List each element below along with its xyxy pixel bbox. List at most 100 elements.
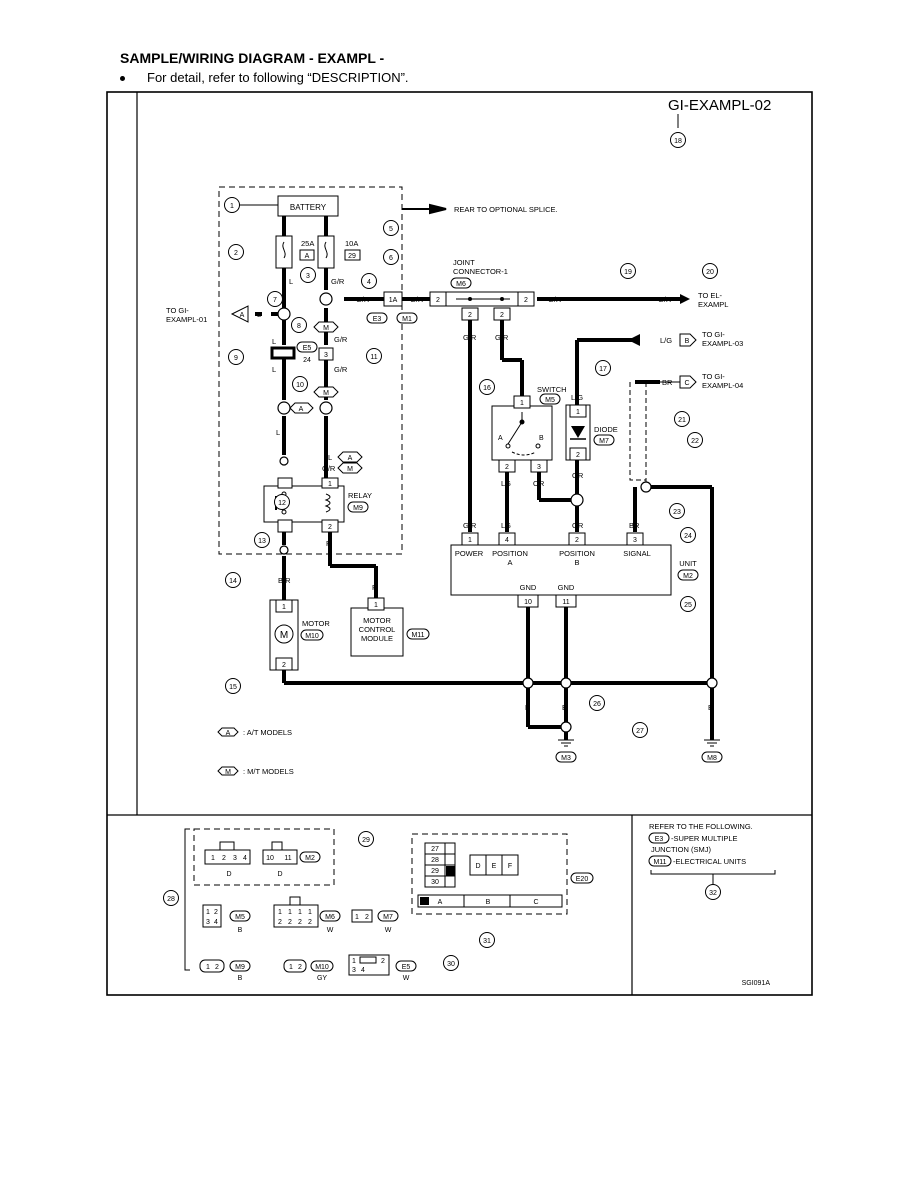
wire-gr-3: G/R bbox=[410, 295, 424, 304]
connector-m2-b: 10 11 D M2 bbox=[262, 841, 321, 878]
callout-number: 26 bbox=[593, 701, 601, 708]
callout-number: 14 bbox=[229, 578, 237, 585]
diagram-frame bbox=[106, 91, 813, 996]
callout-circle bbox=[479, 932, 495, 948]
fuse-25a bbox=[275, 235, 293, 269]
callout-number: 5 bbox=[389, 226, 393, 233]
wire-lg-1: LG bbox=[501, 479, 511, 488]
e5-color: W bbox=[403, 975, 410, 982]
callout-circle bbox=[163, 890, 179, 906]
refer-heading: REFER TO THE FOLLOWING. bbox=[649, 822, 753, 831]
callout-circle bbox=[595, 360, 611, 376]
callout-circle bbox=[383, 249, 399, 265]
m2b-pin-10: 10 bbox=[266, 855, 274, 862]
m9-label: M9 bbox=[353, 505, 363, 512]
wire-r-2: R bbox=[372, 583, 378, 592]
callout-number: 20 bbox=[706, 269, 714, 276]
connector-bracket bbox=[184, 828, 190, 971]
e5v-pin-1: 1 bbox=[352, 958, 356, 965]
callout-number: 28 bbox=[167, 896, 175, 903]
refer-eu: -ELECTRICAL UNITS bbox=[673, 857, 746, 866]
mcm-label-3: MODULE bbox=[361, 634, 393, 643]
m7-badge bbox=[593, 434, 615, 446]
connector-m6-view: 1 1 1 1 2 2 2 2 M6 W bbox=[273, 896, 341, 934]
wire-labels: L G/R G/R G/R G/R G/R L L G/R L G/R L L … bbox=[257, 277, 713, 712]
callout-circle bbox=[225, 678, 241, 694]
battery-label: BATTERY bbox=[290, 203, 327, 212]
m2b-pin-11: 11 bbox=[284, 855, 291, 862]
callout-circle bbox=[292, 376, 308, 392]
m10-label: M10 bbox=[305, 633, 319, 640]
callout-circle bbox=[300, 267, 316, 283]
m10-view-label: M10 bbox=[315, 964, 329, 971]
wire-br-2: BR bbox=[629, 521, 640, 530]
option-a-1: A bbox=[299, 406, 304, 413]
connector-e5-view: 1 2 3 4 E5 W bbox=[348, 954, 417, 982]
wire-l-2: L bbox=[257, 310, 261, 319]
wire-br2: B/R bbox=[278, 576, 291, 585]
callout-circle bbox=[228, 349, 244, 365]
figure-id: SGI091A bbox=[742, 980, 771, 987]
wire-r-1: R bbox=[326, 539, 332, 548]
to-gi-01-label-1: TO GI- bbox=[166, 306, 189, 315]
wire-gr-11: G/R bbox=[463, 521, 477, 530]
m5-pin-4: 4 bbox=[214, 919, 218, 926]
unit-gnd-2: GND bbox=[558, 583, 575, 592]
joint-pin-2b: 2 bbox=[524, 297, 528, 304]
smj-e: E bbox=[492, 863, 497, 870]
callout-circle bbox=[620, 263, 636, 279]
callout-number: 22 bbox=[691, 438, 699, 445]
callout-number: 2 bbox=[234, 250, 238, 257]
option-a-flag-label: A bbox=[240, 312, 245, 319]
smj-b: B bbox=[486, 899, 491, 906]
motor-pin-1: 1 bbox=[282, 604, 286, 611]
unit-position-b-2: B bbox=[574, 558, 579, 567]
smj-d: D bbox=[475, 863, 480, 870]
option-m-3: M bbox=[347, 466, 353, 473]
m9-color: B bbox=[238, 975, 243, 982]
callout-number: 27 bbox=[636, 728, 644, 735]
m10-badge bbox=[300, 629, 324, 641]
unit-label: UNIT bbox=[679, 559, 697, 568]
m5-color: B bbox=[238, 927, 243, 934]
wire-or-1: OR bbox=[533, 479, 545, 488]
wire-b-1: B bbox=[525, 703, 530, 712]
to-gi-03-label-1: TO GI- bbox=[702, 330, 725, 339]
e5-view-label: E5 bbox=[402, 964, 411, 971]
wire-l-3: L bbox=[272, 337, 276, 346]
wire-l-6: L bbox=[328, 453, 332, 462]
wire-lg-2: LG bbox=[501, 521, 511, 530]
m7-pin-1: 1 bbox=[355, 914, 359, 921]
to-gi-03-label-2: EXAMPL-03 bbox=[702, 339, 743, 348]
option-c: C bbox=[684, 380, 689, 387]
unit-pin-11: 11 bbox=[562, 599, 569, 606]
connector-m10-view: 1 2 M10 GY bbox=[283, 959, 334, 982]
wire-gr-5: G/R bbox=[658, 295, 672, 304]
joint-pin-2a: 2 bbox=[436, 297, 440, 304]
legend-at: : A/T MODELS bbox=[243, 728, 292, 737]
wire-l-1: L bbox=[289, 277, 293, 286]
smj-connector: 27 28 29 30 D E F A B C E20 bbox=[417, 842, 594, 908]
wire-gr-2: G/R bbox=[356, 295, 370, 304]
smj-group bbox=[411, 833, 568, 915]
option-m-2: M bbox=[323, 390, 329, 397]
m6-color: W bbox=[327, 927, 334, 934]
legend-mt: : M/T MODELS bbox=[243, 767, 294, 776]
connector-1a-label: 1A bbox=[389, 297, 398, 304]
switch-b: B bbox=[539, 435, 544, 442]
m5-label: M5 bbox=[545, 397, 555, 404]
m9-pin-1: 1 bbox=[206, 964, 210, 971]
callout-circle bbox=[669, 503, 685, 519]
wire-l-5: L bbox=[276, 428, 280, 437]
m11-label: M11 bbox=[411, 632, 424, 639]
callout-circle bbox=[383, 220, 399, 236]
callout-circle bbox=[254, 532, 270, 548]
m6-pin-1c: 1 bbox=[298, 909, 302, 916]
m1-badge bbox=[396, 312, 418, 324]
m5-view-label: M5 bbox=[235, 914, 245, 921]
callout-number: 23 bbox=[673, 509, 681, 516]
smj-29: 29 bbox=[431, 868, 439, 875]
callout-number: 19 bbox=[624, 269, 632, 276]
wire-l-4: L bbox=[272, 365, 276, 374]
callout-circle bbox=[589, 695, 605, 711]
